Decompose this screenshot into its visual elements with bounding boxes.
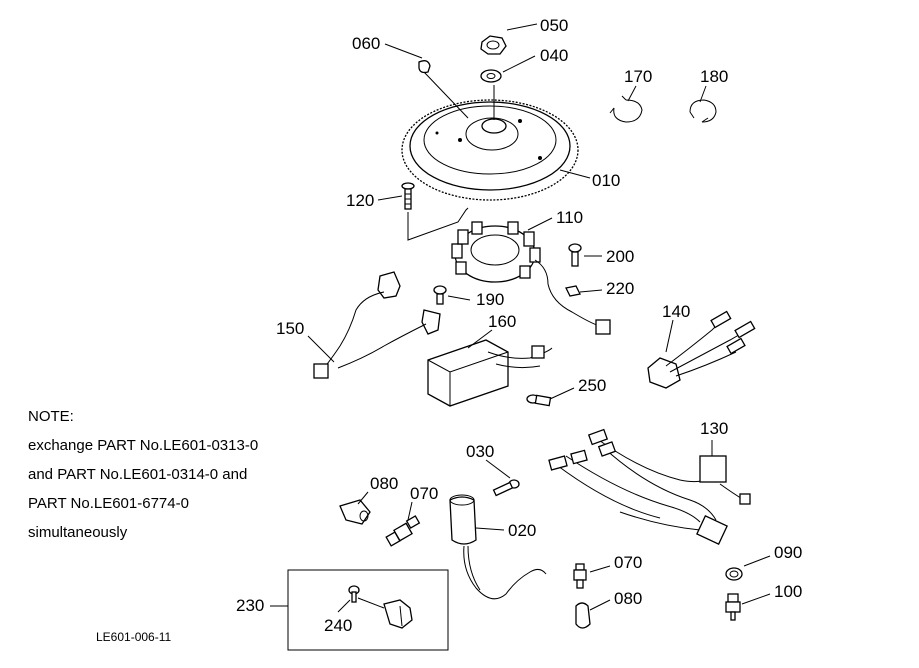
callout-060: 060 — [352, 34, 380, 53]
callout-180: 180 — [700, 67, 728, 86]
callout-080b: 080 — [614, 589, 642, 608]
callout-020: 020 — [508, 521, 536, 540]
figure-id: LE601-006-11 — [96, 630, 172, 644]
callout-030: 030 — [466, 442, 494, 461]
ignition-coil — [449, 494, 547, 600]
callout-040: 040 — [540, 46, 568, 65]
callout-050: 050 — [540, 16, 568, 35]
key — [418, 60, 469, 119]
thermo-switch-box — [287, 569, 449, 651]
callout-150: 150 — [276, 319, 304, 338]
sensor-100 — [725, 593, 741, 621]
washer-090 — [725, 567, 743, 581]
screw-200 — [568, 243, 582, 267]
screw-120 — [401, 182, 469, 241]
note-line: PART No.LE601-6774-0 — [28, 495, 189, 512]
note-heading: NOTE: — [28, 408, 74, 425]
exchange-note: NOTE: exchange PART No.LE601-0313-0 and … — [28, 402, 258, 547]
retaining-ring-170 — [609, 95, 643, 123]
screw-030 — [492, 479, 520, 497]
callout-110: 110 — [556, 208, 583, 227]
pulser-coil — [313, 271, 441, 379]
callout-240: 240 — [324, 616, 352, 635]
stator — [451, 221, 611, 335]
note-line: and PART No.LE601-0314-0 and — [28, 466, 248, 483]
callout-160: 160 — [488, 312, 516, 331]
callout-130: 130 — [700, 419, 728, 438]
callout-010: 010 — [592, 171, 620, 190]
spark-plug-070b — [573, 563, 587, 589]
callout-230: 230 — [236, 596, 264, 615]
washer — [480, 69, 502, 83]
flywheel — [401, 85, 579, 201]
screw-250 — [526, 394, 552, 407]
callout-250: 250 — [578, 376, 606, 395]
plug-cap-080b — [575, 602, 591, 629]
wire-harness — [548, 428, 751, 545]
connector-140 — [647, 310, 756, 389]
note-line: exchange PART No.LE601-0313-0 — [28, 437, 259, 454]
callout-170: 170 — [624, 67, 652, 86]
callout-080a: 080 — [370, 474, 398, 493]
callout-labels: 050 060 040 170 180 010 120 110 200 220 … — [236, 16, 802, 635]
callout-100: 100 — [774, 582, 802, 601]
leader-lines — [270, 23, 771, 613]
nut — [480, 35, 507, 55]
plug-cap-080 — [339, 499, 371, 525]
callout-090: 090 — [774, 543, 802, 562]
spark-plug-070 — [385, 515, 421, 547]
callout-140: 140 — [662, 302, 690, 321]
callout-070a: 070 — [410, 484, 438, 503]
callout-190: 190 — [476, 290, 504, 309]
callout-220: 220 — [606, 279, 634, 298]
screw-190 — [433, 285, 447, 305]
note-line: simultaneously — [28, 524, 128, 541]
callout-200: 200 — [606, 247, 634, 266]
callout-120: 120 — [346, 191, 374, 210]
clamp-220 — [565, 285, 581, 297]
retaining-ring-180 — [689, 99, 717, 123]
callout-070b: 070 — [614, 553, 642, 572]
cd-unit — [427, 339, 553, 407]
